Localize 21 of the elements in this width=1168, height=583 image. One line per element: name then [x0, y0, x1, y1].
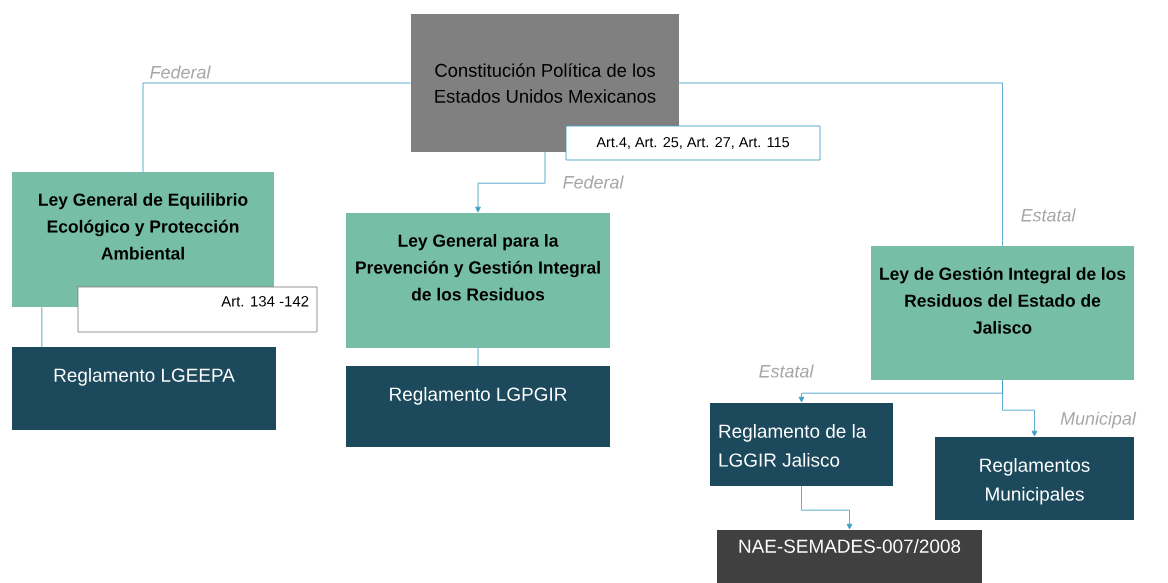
law-box: Ley General para la Prevención y Gestión Integral de los Residuos: [346, 213, 610, 348]
edge-label: Estatal: [1021, 208, 1076, 222]
edge-label: Municipal: [1060, 411, 1137, 429]
connector: [477, 347, 479, 367]
regulation-box: Reglamento LGPGIR: [346, 366, 610, 447]
standard-box: NAE-SEMADES-007/2008: [717, 530, 982, 583]
connector: [801, 485, 853, 530]
connector: [475, 151, 546, 213]
connector: [678, 82, 1003, 247]
article-box: Art. 134 -142: [77, 286, 318, 333]
law-box: Ley de Gestión Integral de los Residuos del Estado de Jalisco: [871, 246, 1134, 380]
regulation-box: Reglamento LGEEPA: [12, 347, 276, 430]
article-box: Art.4, Art. 25, Art. 27, Art. 115: [565, 125, 821, 161]
connector: [142, 82, 412, 173]
regulation-box: Reglamentos Municipales: [935, 437, 1134, 520]
edge-label: Federal: [563, 175, 624, 189]
edge-label: Federal: [150, 65, 211, 79]
connector: [41, 306, 43, 348]
edge-label: Estatal: [759, 364, 814, 378]
regulation-box: Reglamento de la LGGIR Jalisco: [710, 403, 893, 486]
connector: [1002, 379, 1038, 437]
